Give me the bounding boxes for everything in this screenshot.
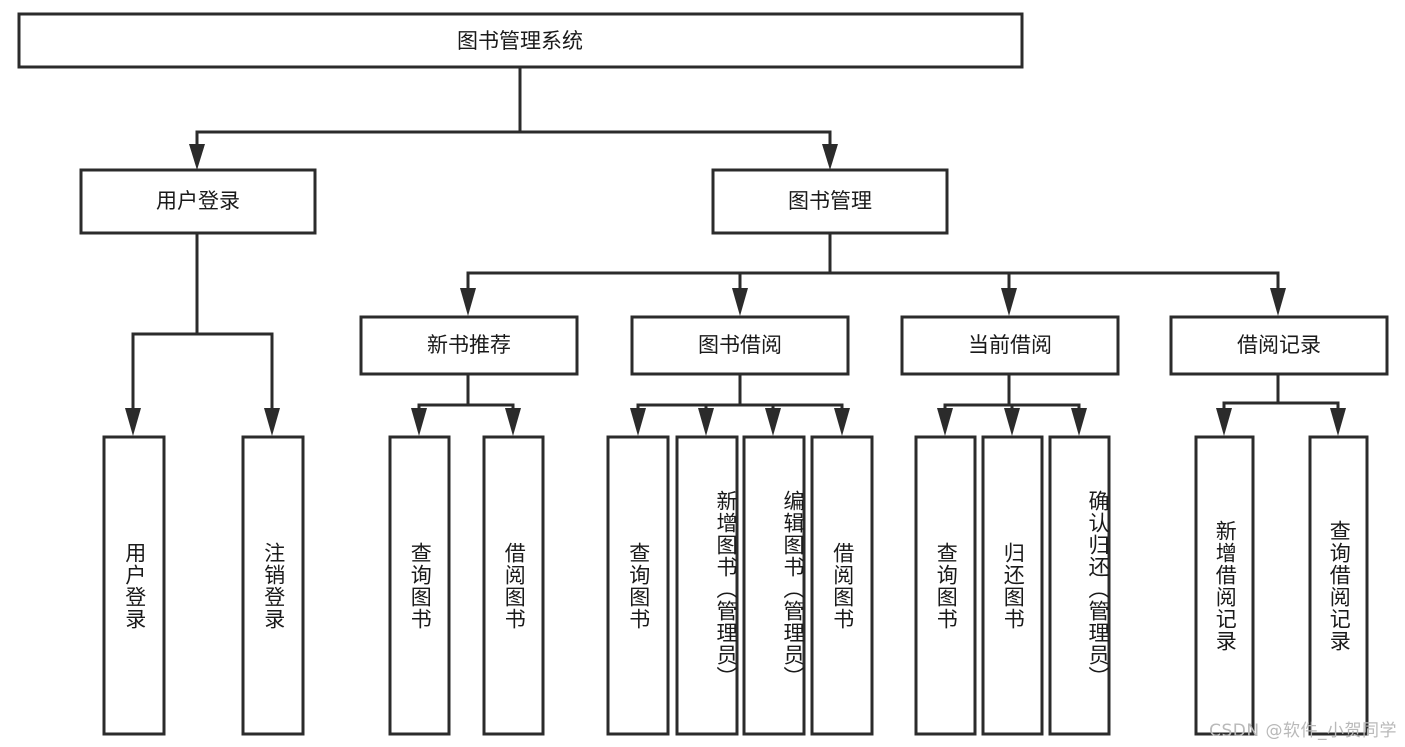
arrow-br-leaf-2-icon bbox=[1330, 408, 1346, 436]
arrow-root-to-book-manage-icon bbox=[822, 144, 838, 170]
node-leaf-borrow-book-2-box[interactable] bbox=[810, 435, 874, 736]
arrow-user-login-leaf-1-icon bbox=[125, 408, 141, 436]
node-leaf-query-book-1-label: 查询图书 bbox=[408, 541, 433, 630]
node-leaf-logout-login-label: 注销登录 bbox=[261, 541, 286, 630]
node-user-login-box[interactable] bbox=[79, 168, 317, 235]
node-leaf-edit-book[interactable]: 编辑图书（管理员） bbox=[742, 435, 806, 736]
node-leaf-edit-book-label: 编辑图书（管理员） bbox=[781, 489, 805, 688]
arrow-cb-leaf-3-icon bbox=[1071, 408, 1087, 436]
node-leaf-query-book-2-box[interactable] bbox=[606, 435, 670, 736]
node-leaf-add-borrow-record[interactable]: 新增借阅记录 bbox=[1194, 435, 1255, 736]
node-leaf-add-book-box[interactable] bbox=[675, 435, 739, 736]
node-leaf-query-book-3-label: 查询图书 bbox=[934, 541, 959, 630]
node-new-book-recommend-box[interactable] bbox=[359, 315, 579, 376]
node-book-manage[interactable]: 图书管理 bbox=[711, 168, 949, 235]
node-root-box[interactable] bbox=[17, 12, 1024, 69]
node-leaf-query-borrow-record-box[interactable] bbox=[1308, 435, 1369, 736]
node-leaf-query-borrow-record[interactable]: 查询借阅记录 bbox=[1308, 435, 1369, 736]
node-book-borrow-label: 图书借阅 bbox=[698, 333, 782, 357]
node-leaf-query-book-3[interactable]: 查询图书 bbox=[914, 435, 977, 736]
node-leaf-confirm-return[interactable]: 确认归还（管理员） bbox=[1048, 435, 1111, 736]
node-leaf-query-book-1[interactable]: 查询图书 bbox=[388, 435, 451, 736]
node-borrow-record-box[interactable] bbox=[1169, 315, 1389, 376]
node-leaf-borrow-book-1-label: 借阅图书 bbox=[502, 541, 527, 630]
arrow-bb-leaf-3-icon bbox=[765, 408, 781, 436]
node-leaf-add-borrow-record-label: 新增借阅记录 bbox=[1213, 519, 1238, 652]
node-leaf-add-book-label: 新增图书（管理员） bbox=[714, 489, 738, 688]
node-leaf-query-book-2-label: 查询图书 bbox=[626, 541, 651, 630]
node-borrow-record-label: 借阅记录 bbox=[1237, 333, 1321, 357]
arrow-bm-borrow-record-icon bbox=[1270, 288, 1286, 316]
node-leaf-user-login-box[interactable] bbox=[102, 435, 166, 736]
node-leaf-query-book-1-box[interactable] bbox=[388, 435, 451, 736]
node-book-manage-label: 图书管理 bbox=[788, 189, 872, 213]
node-borrow-record[interactable]: 借阅记录 bbox=[1169, 315, 1389, 376]
edge-group-root-to-level2 bbox=[189, 66, 838, 170]
node-leaf-add-borrow-record-box[interactable] bbox=[1194, 435, 1255, 736]
edge-group-book-borrow-to-leaves bbox=[630, 374, 850, 436]
node-user-login[interactable]: 用户登录 bbox=[79, 168, 317, 235]
node-leaf-user-login[interactable]: 用户登录 bbox=[102, 435, 166, 736]
node-leaf-query-book-2[interactable]: 查询图书 bbox=[606, 435, 670, 736]
node-book-borrow-box[interactable] bbox=[630, 315, 850, 376]
node-leaf-confirm-return-label: 确认归还（管理员） bbox=[1086, 489, 1110, 688]
arrow-br-leaf-1-icon bbox=[1216, 408, 1232, 436]
edge-group-borrow-record-to-leaves bbox=[1216, 374, 1346, 436]
arrow-bb-leaf-2-icon bbox=[698, 408, 714, 436]
node-leaf-borrow-book-1[interactable]: 借阅图书 bbox=[482, 435, 545, 736]
edge-group-user-login-to-leaves bbox=[125, 232, 280, 436]
node-leaf-borrow-book-2-label: 借阅图书 bbox=[830, 541, 855, 630]
arrow-bm-new-book-icon bbox=[460, 288, 476, 316]
node-leaf-return-book[interactable]: 归还图书 bbox=[981, 435, 1044, 736]
node-leaf-borrow-book-2[interactable]: 借阅图书 bbox=[810, 435, 874, 736]
node-new-book-recommend-label: 新书推荐 bbox=[427, 333, 511, 357]
node-leaf-logout-login-box[interactable] bbox=[241, 435, 305, 736]
arrow-nb-leaf-1-icon bbox=[411, 408, 427, 436]
edge-group-current-borrow-to-leaves bbox=[937, 374, 1087, 436]
node-leaf-confirm-return-box[interactable] bbox=[1048, 435, 1111, 736]
edge-group-new-book-to-leaves bbox=[411, 374, 521, 436]
node-leaf-add-book[interactable]: 新增图书（管理员） bbox=[675, 435, 739, 736]
arrow-bm-current-borrow-icon bbox=[1001, 288, 1017, 316]
node-leaf-logout-login[interactable]: 注销登录 bbox=[241, 435, 305, 736]
arrow-user-login-leaf-2-icon bbox=[264, 408, 280, 436]
node-leaf-query-borrow-record-label: 查询借阅记录 bbox=[1327, 519, 1352, 652]
node-new-book-recommend[interactable]: 新书推荐 bbox=[359, 315, 579, 376]
node-book-manage-box[interactable] bbox=[711, 168, 949, 235]
arrow-bm-book-borrow-icon bbox=[732, 288, 748, 316]
arrow-bb-leaf-1-icon bbox=[630, 408, 646, 436]
arrow-cb-leaf-2-icon bbox=[1004, 408, 1020, 436]
node-current-borrow-box[interactable] bbox=[900, 315, 1120, 376]
edge-group-book-manage-to-level3 bbox=[460, 232, 1286, 316]
node-leaf-edit-book-box[interactable] bbox=[742, 435, 806, 736]
node-book-borrow[interactable]: 图书借阅 bbox=[630, 315, 850, 376]
arrow-bb-leaf-4-icon bbox=[834, 408, 850, 436]
node-root[interactable]: 图书管理系统 bbox=[17, 12, 1024, 69]
node-leaf-return-book-box[interactable] bbox=[981, 435, 1044, 736]
arrow-root-to-user-login-icon bbox=[189, 144, 205, 170]
node-current-borrow[interactable]: 当前借阅 bbox=[900, 315, 1120, 376]
node-user-login-label: 用户登录 bbox=[156, 189, 240, 213]
node-current-borrow-label: 当前借阅 bbox=[968, 333, 1052, 357]
node-leaf-query-book-3-box[interactable] bbox=[914, 435, 977, 736]
arrow-nb-leaf-2-icon bbox=[505, 408, 521, 436]
node-leaf-user-login-label: 用户登录 bbox=[122, 541, 147, 630]
node-leaf-return-book-label: 归还图书 bbox=[1001, 541, 1026, 630]
arrow-cb-leaf-1-icon bbox=[937, 408, 953, 436]
node-leaf-borrow-book-1-box[interactable] bbox=[482, 435, 545, 736]
node-root-label: 图书管理系统 bbox=[457, 29, 583, 53]
